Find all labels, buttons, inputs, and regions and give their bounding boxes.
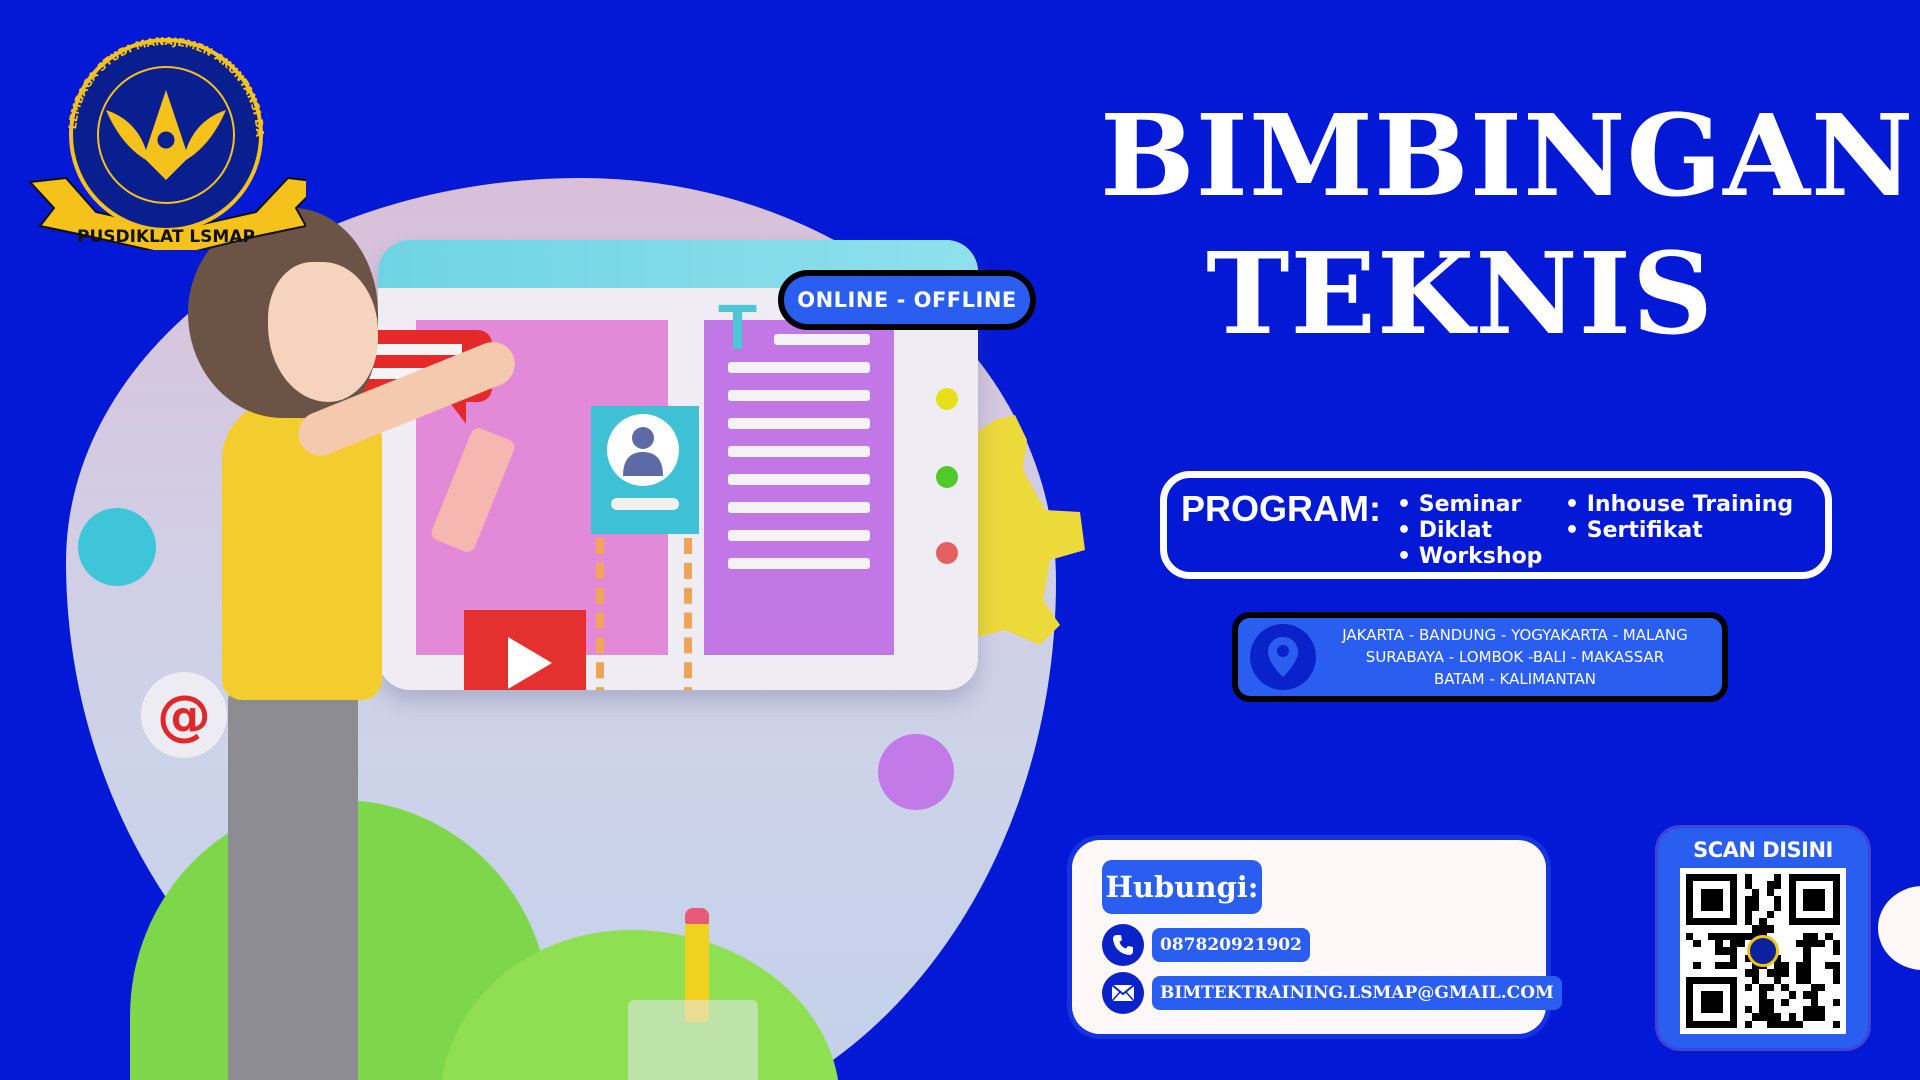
location-line: BATAM - KALIMANTAN — [1433, 670, 1597, 688]
text-line — [728, 418, 870, 429]
purple-ball-decoration — [878, 734, 954, 810]
text-line — [774, 334, 870, 345]
title-line-2: TEKNIS — [1206, 229, 1714, 360]
pusdiklat-lsmap-logo: LEMBAGA STUDI MANAJEMEN AKUNTANSI DAN PE… — [26, 30, 306, 250]
qr-code[interactable] — [1680, 868, 1846, 1034]
page-title: BIMBINGAN TEKNIS — [1100, 88, 1915, 364]
user-avatar-icon — [607, 414, 679, 486]
person-face — [268, 262, 378, 402]
pencil-cup — [628, 1000, 758, 1080]
person-torso — [222, 400, 382, 700]
dashed-placeholder — [596, 538, 692, 690]
text-line — [728, 502, 870, 513]
program-box: PROGRAM: Seminar Diklat Workshop Inhouse… — [1160, 471, 1832, 579]
location-line: JAKARTA - BANDUNG - YOGYAKARTA - MALANG — [1342, 626, 1688, 644]
text-line — [728, 390, 870, 401]
program-item: Sertifikat — [1565, 518, 1793, 544]
phone-icon — [1102, 924, 1144, 966]
location-box: JAKARTA - BANDUNG - YOGYAKARTA - MALANG … — [1232, 612, 1728, 702]
phone-number-link[interactable]: 087820921902 — [1152, 928, 1310, 962]
at-symbol-icon: @ — [141, 672, 227, 758]
contact-label: Hubungi: — [1102, 860, 1262, 914]
phone-row: 087820921902 — [1102, 924, 1310, 966]
qr-card: SCAN DISINI — [1658, 828, 1868, 1048]
program-item: Seminar — [1397, 492, 1565, 518]
logo-ribbon-text: PUSDIKLAT LSMAP — [77, 227, 255, 247]
qr-center-logo — [1747, 935, 1779, 967]
profile-card — [591, 406, 699, 534]
program-item: Workshop — [1397, 544, 1565, 570]
qr-pattern — [1686, 874, 1840, 1028]
red-dot — [936, 542, 958, 564]
program-list-2: Inhouse Training Sertifikat — [1565, 492, 1793, 564]
text-document-panel — [704, 320, 894, 655]
yellow-dot — [936, 388, 958, 410]
text-line — [728, 530, 870, 541]
program-label: PROGRAM: — [1181, 488, 1381, 529]
video-thumbnail — [464, 610, 586, 690]
text-line — [728, 362, 870, 373]
location-line: SURABAYA - LOMBOK -BALI - MAKASSAR — [1365, 648, 1665, 666]
program-list-1: Seminar Diklat Workshop — [1397, 492, 1565, 569]
green-dot — [936, 466, 958, 488]
white-circle-decoration — [1878, 886, 1920, 970]
profile-name-line — [611, 498, 679, 510]
email-link[interactable]: BIMTEKTRAINING.LSMAP@GMAIL.COM — [1152, 976, 1562, 1010]
text-line — [728, 474, 870, 485]
program-item: Inhouse Training — [1565, 492, 1793, 518]
gear-icon — [965, 415, 1085, 645]
map-pin-icon — [1250, 624, 1316, 690]
qr-title: SCAN DISINI — [1693, 838, 1833, 862]
text-line — [728, 446, 870, 457]
program-item: Diklat — [1397, 518, 1565, 544]
location-list: JAKARTA - BANDUNG - YOGYAKARTA - MALANG … — [1316, 624, 1722, 690]
cyan-ball-decoration — [78, 508, 156, 586]
online-offline-badge: ONLINE - OFFLINE — [778, 270, 1036, 330]
text-line — [728, 558, 870, 569]
play-icon — [508, 637, 552, 689]
person-legs — [228, 690, 358, 1080]
text-tool-icon: T — [718, 291, 758, 363]
title-line-1: BIMBINGAN — [1100, 91, 1915, 222]
email-row: BIMTEKTRAINING.LSMAP@GMAIL.COM — [1102, 972, 1562, 1014]
envelope-icon — [1102, 972, 1144, 1014]
contact-card: Hubungi: 087820921902 BIMTEKTRAINING.LSM… — [1072, 840, 1562, 1034]
